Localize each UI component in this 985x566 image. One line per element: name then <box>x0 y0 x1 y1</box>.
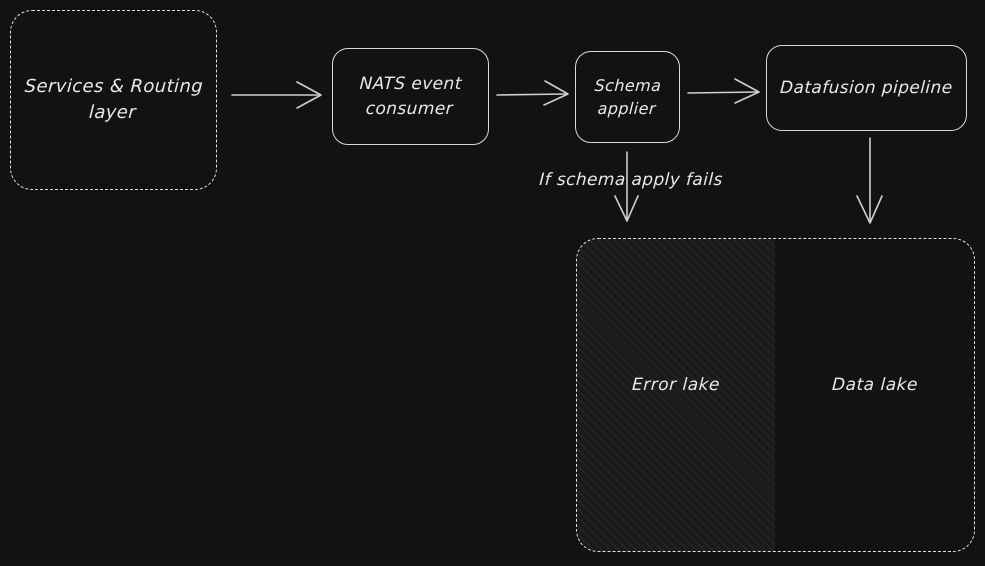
node-error-lake[interactable]: Error lake <box>577 239 775 551</box>
node-nats-event-consumer-label: NATS event consumer <box>359 73 463 119</box>
arrow-nats-to-schema <box>496 80 569 106</box>
node-services-routing-layer-label: Services & Routing layer <box>24 75 204 123</box>
node-services-routing-layer[interactable]: Services & Routing layer <box>10 10 217 190</box>
node-error-lake-label: Error lake <box>631 375 721 395</box>
node-datafusion-pipeline[interactable]: Datafusion pipeline <box>766 45 967 131</box>
arrow-datafusion-to-data-lake <box>856 137 883 224</box>
arrow-schema-to-datafusion <box>687 78 760 104</box>
node-nats-event-consumer[interactable]: NATS event consumer <box>332 48 489 145</box>
node-schema-applier[interactable]: Schema applier <box>575 51 680 143</box>
edge-label-if-schema-apply-fails: If schema apply fails <box>538 170 724 190</box>
node-schema-applier-label: Schema applier <box>594 75 662 118</box>
node-lake-container[interactable]: Error lake Data lake <box>576 238 975 552</box>
node-datafusion-pipeline-label: Datafusion pipeline <box>779 77 954 98</box>
node-data-lake[interactable]: Data lake <box>775 239 974 551</box>
arrow-services-to-nats <box>231 81 322 109</box>
node-data-lake-label: Data lake <box>830 375 918 395</box>
